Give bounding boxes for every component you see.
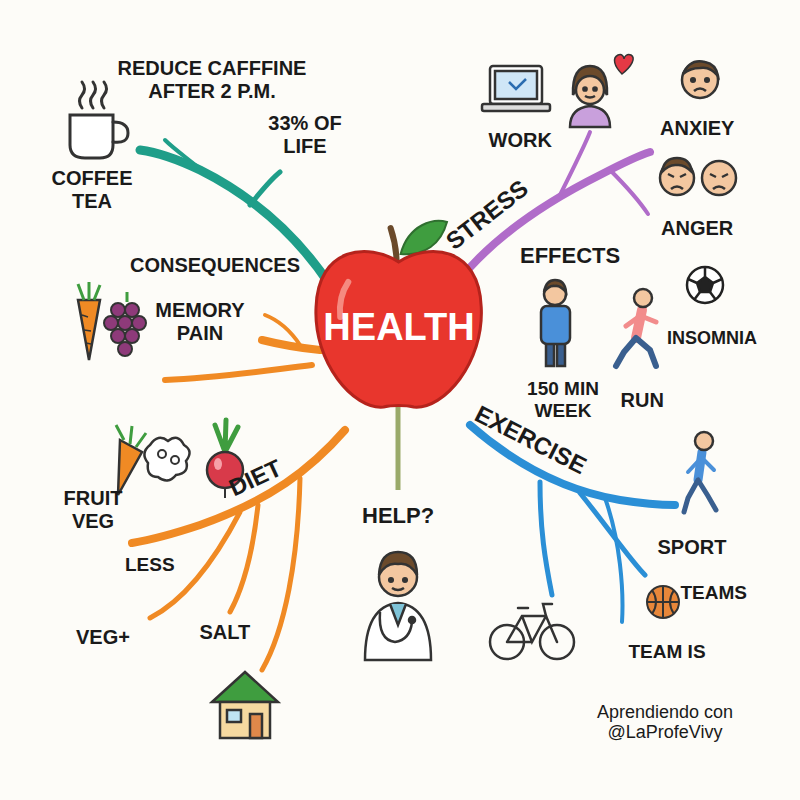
branch-label: EFFECTS xyxy=(520,243,620,268)
branch-label: RUN xyxy=(621,389,664,412)
credit-text: Aprendiendo con @LaProfeVivy xyxy=(585,702,745,743)
carrot-icon xyxy=(78,282,100,360)
branch-label: INSOMNIA xyxy=(667,328,757,349)
branch-label: VEG+ xyxy=(76,626,130,649)
coffee-cup xyxy=(70,82,128,158)
branch-label: CONSEQUENCES xyxy=(130,254,300,277)
branch-label: ANGER xyxy=(661,217,733,240)
runner-icon xyxy=(616,289,656,366)
branch-label: WORK xyxy=(489,129,552,152)
walking-man xyxy=(684,432,716,512)
branch-label: 150 MIN WEEK xyxy=(521,378,605,422)
branch-label: MEMORY PAIN xyxy=(148,299,252,345)
branch-label: 33% OF LIFE xyxy=(264,112,346,158)
soccer-ball xyxy=(687,267,723,303)
branch-label: SALT xyxy=(200,621,251,644)
diet-branch xyxy=(132,430,345,670)
apple-node: HEALTH xyxy=(308,232,489,412)
branch-label: FRUIT VEG xyxy=(57,487,129,533)
branch-label: LESS xyxy=(125,554,175,576)
branch-label: TEAM IS xyxy=(629,641,706,663)
help-stem xyxy=(396,405,401,490)
anxious-face xyxy=(682,61,718,98)
doctor-icon xyxy=(365,552,431,660)
branch-label: SPORT xyxy=(658,536,727,559)
branch-label: COFFEE TEA xyxy=(46,167,138,213)
house-icon xyxy=(212,672,278,738)
node-title: HEALTH xyxy=(323,306,474,349)
vegetable-icon xyxy=(116,425,190,495)
branch-label: REDUCE CAFFFINE AFTER 2 P.M. xyxy=(113,57,311,103)
branch-label: HELP? xyxy=(362,503,434,528)
basketball-icon xyxy=(647,586,679,618)
standing-man xyxy=(541,280,570,366)
laptop-icon xyxy=(482,66,550,111)
woman-icon xyxy=(570,54,633,127)
branch-label: TEAMS xyxy=(681,582,748,604)
grapes-icon xyxy=(104,292,146,356)
bicycle-icon xyxy=(490,604,574,659)
branch-label: ANXIEY xyxy=(660,117,734,140)
angry-faces xyxy=(660,158,736,195)
branch-label: STRESS xyxy=(441,174,534,255)
